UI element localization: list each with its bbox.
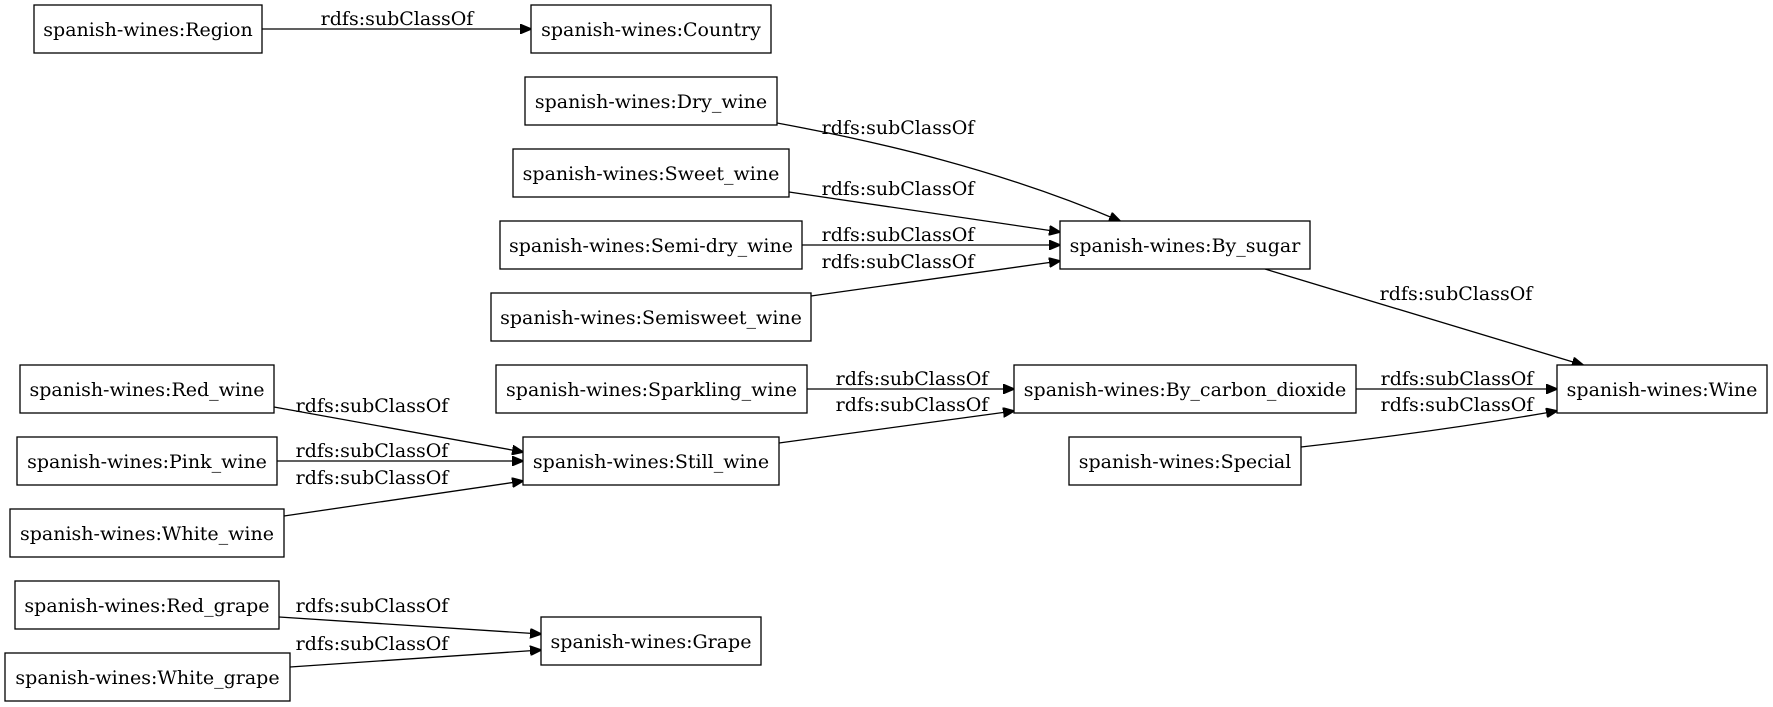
node-label: spanish-wines:Dry_wine [535,91,767,113]
edge-sparkling_wine-to-by_carbon_dioxide: rdfs:subClassOf [807,368,1014,390]
node-label: spanish-wines:Wine [1567,379,1758,401]
node-box [490,292,812,342]
edge-arrow [778,411,1014,444]
node-white-wine[interactable]: spanish-wines:White_wine [9,508,285,558]
edge-label: rdfs:subClassOf [296,467,451,489]
node-label: spanish-wines:Country [541,19,761,41]
edge-pink_wine-to-still_wine: rdfs:subClassOf [277,440,523,462]
node-box [495,364,808,414]
edge-label: rdfs:subClassOf [822,224,977,246]
edge-label: rdfs:subClassOf [1381,368,1536,390]
node-sweet-wine[interactable]: spanish-wines:Sweet_wine [512,148,790,198]
node-by-carbon-dioxide[interactable]: spanish-wines:By_carbon_dioxide [1013,364,1357,414]
edge-arrow [283,481,523,517]
node-region[interactable]: spanish-wines:Region [33,4,263,54]
edge-arrow [810,261,1060,297]
edge-label: rdfs:subClassOf [836,368,991,390]
edge-special-to-wine: rdfs:subClassOf [1300,394,1557,448]
edge-arrow [788,191,1060,232]
edge-label: rdfs:subClassOf [822,251,977,273]
edge-region-to-country: rdfs:subClassOf [262,8,531,30]
node-label: spanish-wines:White_grape [15,667,279,689]
edges-layer: rdfs:subClassOf rdfs:subClassOf rdfs:subCl… [262,8,1583,668]
node-red-wine[interactable]: spanish-wines:Red_wine [19,364,275,414]
edge-semisweet_wine-to-by_sugar: rdfs:subClassOf [810,251,1060,297]
edge-white_wine-to-still_wine: rdfs:subClassOf [283,467,523,517]
edge-arrow [273,406,523,452]
node-label: spanish-wines:Sweet_wine [523,163,780,185]
node-red-grape[interactable]: spanish-wines:Red_grape [14,580,280,630]
edge-red_grape-to-grape: rdfs:subClassOf [278,595,541,634]
node-semi-dry-wine[interactable]: spanish-wines:Semi-dry_wine [499,220,803,270]
node-box [522,436,780,486]
edge-label: rdfs:subClassOf [822,117,977,139]
edge-label: rdfs:subClassOf [321,8,476,30]
node-box [4,652,291,702]
node-label: spanish-wines:Red_wine [30,379,265,401]
node-still-wine[interactable]: spanish-wines:Still_wine [522,436,780,486]
edge-label: rdfs:subClassOf [296,395,451,417]
node-dry-wine[interactable]: spanish-wines:Dry_wine [524,76,778,126]
edge-label: rdfs:subClassOf [1380,283,1535,305]
node-label: spanish-wines:Grape [551,631,752,653]
edge-label: rdfs:subClassOf [296,595,451,617]
node-label: spanish-wines:Semi-dry_wine [509,235,793,257]
node-box [14,580,280,630]
node-white-grape[interactable]: spanish-wines:White_grape [4,652,291,702]
edge-arrow [278,616,541,634]
node-box [9,508,285,558]
node-label: spanish-wines:By_carbon_dioxide [1024,379,1346,401]
edge-label: rdfs:subClassOf [1381,394,1536,416]
edge-by_sugar-to-wine: rdfs:subClassOf [1264,268,1583,365]
node-box [524,76,778,126]
edge-arrow [289,650,541,668]
edge-sweet_wine-to-by_sugar: rdfs:subClassOf [788,178,1060,232]
node-sparkling-wine[interactable]: spanish-wines:Sparkling_wine [495,364,808,414]
edge-arrow [1264,268,1583,365]
edge-by_carbon_dioxide-to-wine: rdfs:subClassOf [1356,368,1557,390]
node-label: spanish-wines:Pink_wine [27,451,267,473]
node-box [512,148,790,198]
node-country[interactable]: spanish-wines:Country [530,4,772,54]
node-by-sugar[interactable]: spanish-wines:By_sugar [1059,220,1311,270]
node-label: spanish-wines:Red_grape [24,595,269,617]
node-box [1059,220,1311,270]
edge-label: rdfs:subClassOf [836,394,991,416]
node-box [16,436,278,486]
node-box [33,4,263,54]
node-box [1013,364,1357,414]
edge-dry_wine-to-by_sugar: rdfs:subClassOf [776,117,1120,221]
node-box [1556,364,1768,414]
node-box [540,616,762,666]
edge-still_wine-to-by_carbon_dioxide: rdfs:subClassOf [778,394,1014,444]
edge-red_wine-to-still_wine: rdfs:subClassOf [273,395,523,452]
node-box [19,364,275,414]
edge-arrow [776,122,1120,221]
nodes-layer: spanish-wines:Region spanish-wines:Countr… [4,4,1768,702]
node-label: spanish-wines:Region [43,19,252,41]
edge-white_grape-to-grape: rdfs:subClassOf [289,633,541,668]
node-label: spanish-wines:Semisweet_wine [500,307,802,329]
edge-semi_dry_wine-to-by_sugar: rdfs:subClassOf [802,224,1060,246]
node-box [530,4,772,54]
node-label: spanish-wines:Still_wine [533,451,769,473]
node-box [1068,436,1302,486]
node-label: spanish-wines:Sparkling_wine [506,379,797,401]
node-pink-wine[interactable]: spanish-wines:Pink_wine [16,436,278,486]
node-label: spanish-wines:Special [1079,451,1291,473]
edge-label: rdfs:subClassOf [296,633,451,655]
node-grape[interactable]: spanish-wines:Grape [540,616,762,666]
edge-label: rdfs:subClassOf [822,178,977,200]
node-box [499,220,803,270]
node-semisweet-wine[interactable]: spanish-wines:Semisweet_wine [490,292,812,342]
node-wine[interactable]: spanish-wines:Wine [1556,364,1768,414]
node-label: spanish-wines:White_wine [20,523,274,545]
edge-label: rdfs:subClassOf [296,440,451,462]
node-label: spanish-wines:By_sugar [1070,235,1302,257]
node-special[interactable]: spanish-wines:Special [1068,436,1302,486]
edge-arrow [1300,411,1557,448]
